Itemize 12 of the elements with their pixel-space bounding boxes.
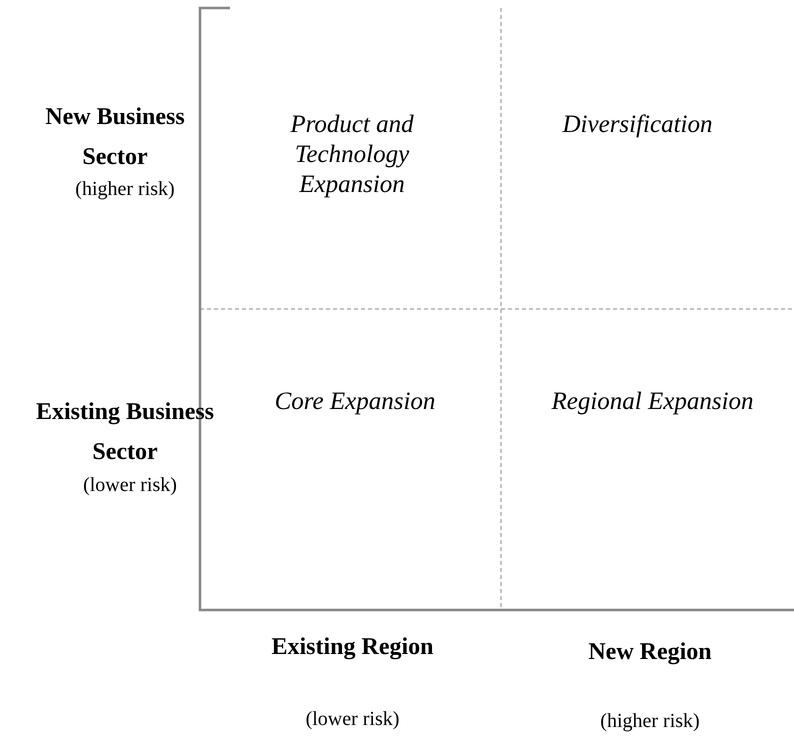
axis-title: New Business Sector xyxy=(44,103,186,172)
risk-note: (higher risk) xyxy=(599,709,701,733)
risk-note: (lower risk) xyxy=(304,707,400,731)
axis-title: New Region xyxy=(587,638,713,667)
quadrant-label: Product and Technology Expansion xyxy=(262,110,442,200)
axis-title: Existing Business Sector xyxy=(34,398,216,467)
risk-note: (lower risk) xyxy=(82,473,178,497)
risk-note: (higher risk) xyxy=(74,177,176,201)
quadrant-label: Core Expansion xyxy=(230,387,480,417)
axis-title: Existing Region xyxy=(270,633,435,662)
quadrant-label: Diversification xyxy=(530,110,745,140)
quadrant-label: Regional Expansion xyxy=(510,387,794,417)
